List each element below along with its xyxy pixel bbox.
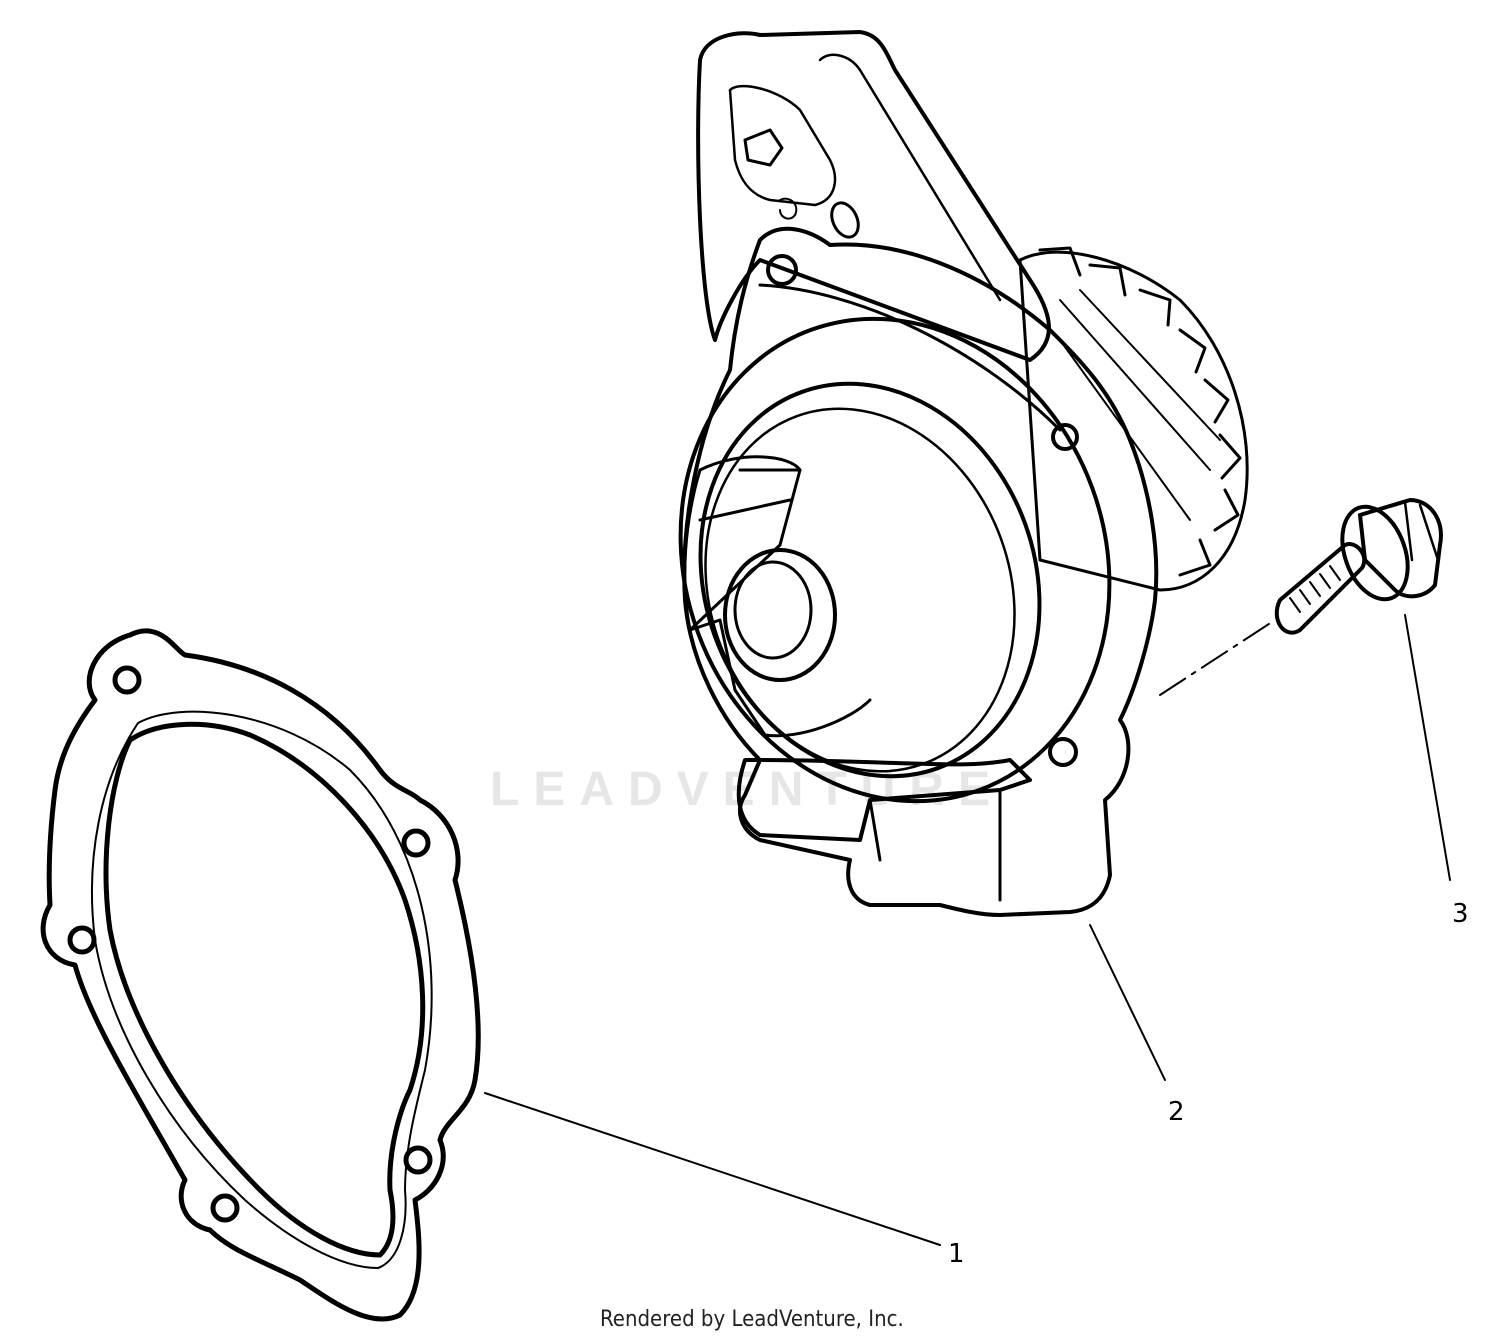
callout-label-1[interactable]: 1 (948, 1239, 965, 1269)
water-pump-part[interactable] (614, 30, 1249, 917)
bolt-part[interactable] (1274, 498, 1443, 635)
gasket-part[interactable] (40, 628, 481, 1322)
callout-label-3[interactable]: 3 (1452, 899, 1469, 929)
callout-label-2[interactable]: 2 (1168, 1097, 1185, 1127)
credit-text: Rendered by LeadVenture, Inc. (600, 1307, 904, 1332)
leader-lines (484, 614, 1451, 1246)
